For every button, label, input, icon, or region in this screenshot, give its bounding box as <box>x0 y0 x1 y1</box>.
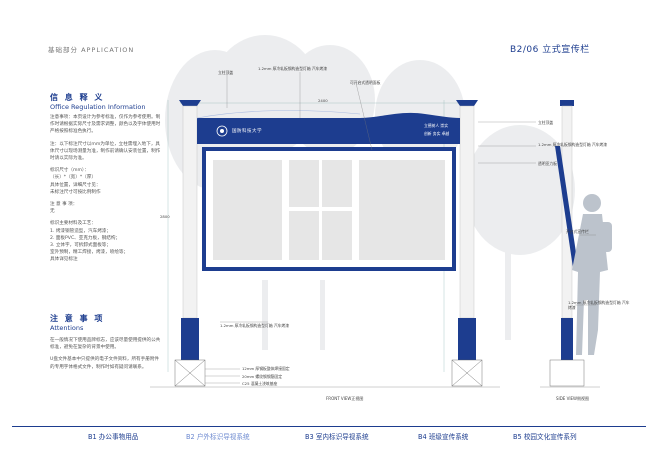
attention-paragraph: U盘文件基本中只提供的电子文件资料，所有手册附件的专用字体格式文件，制作时如有疑… <box>50 357 160 370</box>
material-line: 室外预制，精工焊接，烤漆，喷绘等； <box>50 250 129 256</box>
attention-section: 注 意 事 项 Attentions <box>50 313 104 332</box>
annotation-base-2: 20mm 螺纹钢钢筋固定 <box>242 374 283 379</box>
board-panel <box>213 160 282 260</box>
annotation-base-3: C25 混凝土浇筑基座 <box>242 381 278 386</box>
board-header <box>197 112 460 144</box>
side-view-caption: SIDE VIEW侧视图 <box>556 396 589 401</box>
annotation-side-2: 开启式宣传栏 <box>566 229 589 234</box>
left-column <box>179 100 201 360</box>
info-title: 信 息 释 义 <box>50 93 105 102</box>
ground-base <box>150 359 500 388</box>
annotation-top-2: 可开启式透明面板 <box>350 80 381 85</box>
info-subtitle: Office Regulation Information <box>50 103 146 111</box>
footer-item-b5[interactable]: B5 校园文化宣传系列 <box>513 433 577 441</box>
footer-item-b4[interactable]: B4 班级宣传系统 <box>418 433 469 441</box>
size-line: （长）*（宽）*（厚） <box>50 175 96 181</box>
board-panel <box>289 160 319 207</box>
footer-item-b2[interactable]: B2 户外标识导视系统 <box>186 433 250 441</box>
annotation-bottom-1: 1.2mm 厚冷轧板钢构造型灯箱 汽车烤漆 <box>220 323 290 328</box>
info-paragraph: 注意事项：本页设计为参考标准，仅作为参考使用。制作时请根据实际尺寸及需求调整，颜… <box>50 115 161 135</box>
board-right-text-1: 立德树人 崇实 <box>424 123 448 128</box>
size-line: 具体位置，详细尺寸见： <box>50 182 101 188</box>
material-title: 标识主要材料及工艺： <box>50 221 96 227</box>
front-view-caption: FRONT VIEW正视图 <box>326 396 364 401</box>
annotation-right-1: 立柱顶盖 <box>538 120 554 125</box>
right-column <box>456 100 478 360</box>
info-body: 注意事项：本页设计为参考标准，仅作为参考使用。制作时请根据实际尺寸及需求调整，颜… <box>50 114 162 264</box>
footer-nav: B1 办公事物用品 B2 户外标识导视系统 B3 室内标识导视系统 B4 班级宣… <box>0 431 658 443</box>
footer-item-b1[interactable]: B1 办公事物用品 <box>88 433 139 441</box>
note-title: 注 意 事 项： <box>50 202 78 208</box>
annotation-base-1: 12mm 厚钢板整体焊接固定 <box>242 366 290 371</box>
annotation-right-3: 透明亚力板 <box>538 161 557 166</box>
dimension-height: 2800 <box>160 214 170 219</box>
side-view <box>540 100 600 388</box>
school-logo-icon <box>216 125 228 137</box>
attention-subtitle: Attentions <box>50 324 84 332</box>
dimension-width: 2400 <box>318 98 328 103</box>
board-panel <box>359 160 445 260</box>
leader-lines <box>205 72 596 384</box>
attention-title: 注 意 事 项 <box>50 314 105 323</box>
size-line: 未标注尺寸可按比例制作 <box>50 189 101 195</box>
board-panel <box>322 160 352 207</box>
board-logo-text: 国防科技大学 <box>232 129 262 134</box>
footer-item-b3[interactable]: B3 室内标识导视系统 <box>305 433 369 441</box>
person-silhouette <box>572 194 612 355</box>
material-line: 2. 面板PVC、亚克力板，钢结构； <box>50 235 121 241</box>
material-line: 3. 立体字，可拆卸式面板等； <box>50 243 111 249</box>
board-panel <box>289 211 319 260</box>
board-panel <box>322 211 352 260</box>
section-label: 基础部分 APPLICATION <box>48 46 135 54</box>
note-value: 无 <box>50 209 55 215</box>
annotation-top-1: 1.2mm 厚冷轧板钢构造型灯箱 汽车烤漆 <box>258 66 328 71</box>
annotation-right-2: 1.2mm 厚冷轧板钢构造型灯箱 汽车烤漆 <box>538 142 608 147</box>
footer-divider <box>12 426 646 427</box>
board-right-text-2: 创新 务实 卓越 <box>424 131 450 136</box>
info-section: 信 息 释 义 Office Regulation Information <box>50 92 145 111</box>
annotation-top-left: 立柱顶盖 <box>218 70 234 75</box>
size-title: 标识尺寸（mm）： <box>50 168 89 174</box>
material-line: 具体详见标注 <box>50 257 78 263</box>
page-title: B2/06 立式宣传栏 <box>510 45 590 55</box>
annotation-side-1: 1.2mm 厚冷轧板钢构造型灯箱 汽车烤漆 <box>568 300 630 310</box>
attention-body: 在一般情况下使用品牌标志，应该尽量使用提供的公共标准，避免在复杂的背景中使用。 … <box>50 337 162 376</box>
attention-paragraph: 在一般情况下使用品牌标志，应该尽量使用提供的公共标准，避免在复杂的背景中使用。 <box>50 338 161 351</box>
material-line: 1. 烤漆钢管造型，汽车烤漆； <box>50 228 111 234</box>
info-paragraph: 注：以下标注尺寸以mm为单位，立柱需埋入地下，具体尺寸以现场测量为准，制作前请确… <box>50 141 161 162</box>
